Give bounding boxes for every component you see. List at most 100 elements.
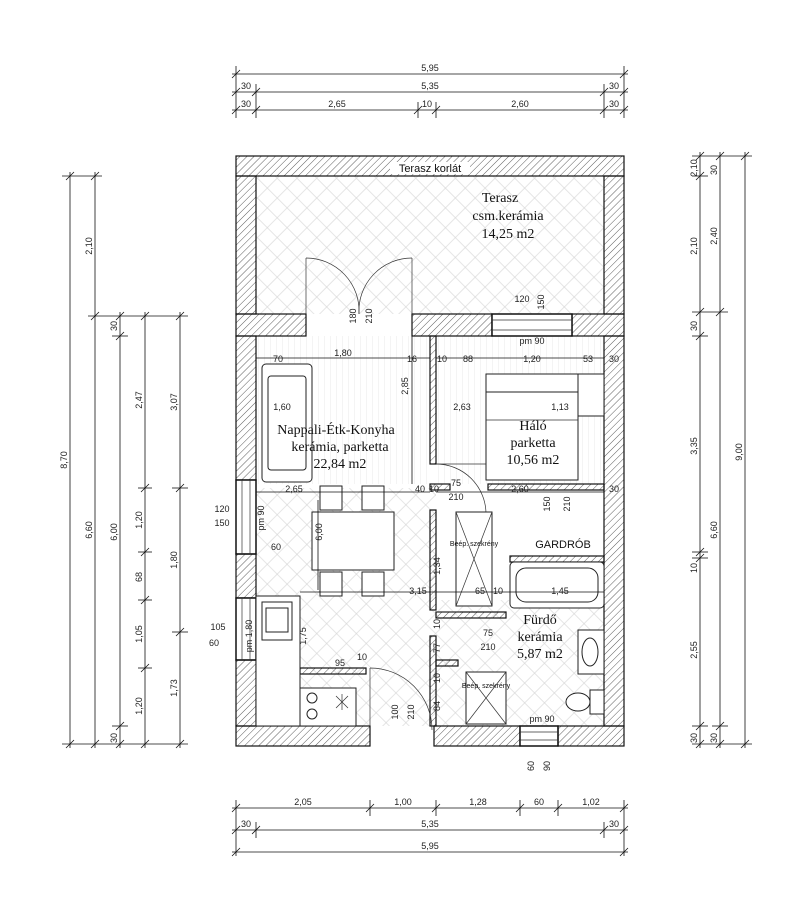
dim-right-b5: 2,55	[689, 641, 699, 659]
dim-left-d3: 1,73	[169, 679, 179, 697]
dim-right-b3: 3,35	[689, 437, 699, 455]
dim-bot-r2-b: 5,35	[421, 819, 439, 829]
dim-88: 88	[463, 354, 473, 364]
dim-left-d1: 3,07	[169, 393, 179, 411]
dim-bot-r1-c: 1,28	[469, 797, 487, 807]
dim-10-a: 10	[437, 354, 447, 364]
dim-right-a3: 6,60	[709, 521, 719, 539]
dim-left-c5: 1,20	[134, 697, 144, 715]
dim-left-b2: 6,00	[109, 523, 119, 541]
dim-263: 2,63	[453, 402, 471, 412]
dim-145: 1,45	[551, 586, 569, 596]
dim-134: 1,34	[432, 557, 442, 575]
dim-top-r3-b: 2,65	[328, 99, 346, 109]
dim-16: 16	[407, 354, 417, 364]
dim-60-b: 60	[209, 638, 219, 648]
dim-84: 84	[432, 701, 442, 711]
dim-bot-r2-c: 30	[609, 819, 619, 829]
dim-160: 1,60	[273, 402, 291, 412]
toilet	[589, 689, 605, 715]
dim-left-c1: 2,47	[134, 391, 144, 409]
dim-120-window: 120	[514, 294, 529, 304]
dim-10-c: 10	[493, 586, 503, 596]
dim-right-a2: 2,40	[709, 227, 719, 245]
dim-210-wardrobe: 210	[562, 496, 572, 511]
right-dimensions: 9,00 30 2,40 6,60 30 2,10 2,10 30 3,35 1…	[689, 151, 752, 749]
dim-right-b1: 2,10	[689, 159, 699, 177]
dim-210-terrace: 210	[364, 308, 374, 323]
dim-53: 53	[583, 354, 593, 364]
dim-bot-r1-b: 1,00	[394, 797, 412, 807]
floor-finishes	[256, 336, 604, 726]
dim-30-b: 30	[609, 484, 619, 494]
dim-175: 1,75	[298, 627, 308, 645]
dim-210-bath: 210	[480, 642, 495, 652]
dim-pm180: pm 1,80	[244, 620, 254, 653]
dining-table	[311, 511, 395, 571]
dim-60-c: 60	[526, 761, 536, 771]
dim-180-width: 1,80	[334, 348, 352, 358]
dim-bot-r1-d: 60	[534, 797, 544, 807]
dim-left-a2: 6,60	[84, 521, 94, 539]
dim-315: 3,15	[409, 586, 427, 596]
dim-top-r2-c: 30	[609, 81, 619, 91]
wardrobe-label: GARDRÓB	[535, 538, 591, 551]
dim-150-window: 150	[536, 294, 546, 309]
terrace: Terasz korlát Terasz csm.kerámia 14,25 m…	[235, 155, 625, 315]
dim-75-a: 75	[451, 478, 461, 488]
dim-right-a1: 30	[709, 165, 719, 175]
bedroom-area: 10,56 m2	[507, 453, 560, 468]
terrace-area: 14,25 m2	[482, 227, 535, 242]
dim-10-f: 10	[357, 652, 367, 662]
left-dimensions: 8,70 2,10 6,60 30 30 6,00 2,47 1,20 68 1…	[59, 171, 188, 749]
dim-left-c4: 1,05	[134, 625, 144, 643]
dim-265: 2,65	[285, 484, 303, 494]
dim-top-r2-b: 5,35	[421, 81, 439, 91]
bath-floor: kerámia	[517, 630, 563, 645]
terrace-name: Terasz	[482, 191, 518, 206]
dim-210-bedroom: 210	[448, 492, 463, 502]
inner-dimensions: 180 210 120 150 pm 90 70 1,80 16 10 88 1…	[209, 294, 619, 771]
interior-walls	[299, 335, 605, 727]
dim-10-e: 10	[432, 673, 442, 683]
dim-right-b1b: 2,10	[689, 237, 699, 255]
dim-210-entry: 210	[406, 704, 416, 719]
dim-left-a3: 30	[109, 733, 119, 743]
dim-right-b2: 30	[689, 321, 699, 331]
builtin-label-2: Beép. szekrény	[462, 683, 511, 690]
dim-left-c2: 1,20	[134, 511, 144, 529]
dim-top-r2-a: 30	[241, 81, 251, 91]
bottom-dimensions: 2,05 1,00 1,28 60 1,02 30 5,35 30 5,95	[231, 797, 629, 857]
dim-left-c3: 68	[134, 572, 144, 582]
builtin-label-1: Beép. szekrény	[450, 541, 499, 548]
dim-top-r3-d: 2,60	[511, 99, 529, 109]
dim-105: 105	[210, 622, 225, 632]
dim-top-total: 5,95	[421, 63, 439, 73]
dim-bot-r1-a: 2,05	[294, 797, 312, 807]
dim-bot-total: 5,95	[421, 841, 439, 851]
dim-top-r3-c: 10	[422, 99, 432, 109]
top-dimensions: 5,95 30 5,35 30 30 2,65 10 2,60 30	[231, 63, 629, 118]
dim-bot-r1-e: 1,02	[582, 797, 600, 807]
bedroom-name: Háló	[519, 419, 546, 434]
dim-120-left: 120	[214, 504, 229, 514]
dim-150-left: 150	[214, 518, 229, 528]
dim-right-a4: 30	[709, 733, 719, 743]
dim-left-a1: 2,10	[84, 237, 94, 255]
dim-260: 2,60	[511, 484, 529, 494]
dim-180: 180	[348, 308, 358, 323]
dim-pm90-bath: pm 90	[529, 714, 554, 724]
dim-60-a: 60	[271, 542, 281, 552]
dim-right-b6: 30	[689, 733, 699, 743]
furniture	[255, 363, 605, 727]
dim-285: 2,85	[400, 377, 410, 395]
dim-77: 77	[432, 643, 442, 653]
dim-30-a: 30	[609, 354, 619, 364]
exterior-walls	[235, 313, 625, 747]
dim-120-width: 1,20	[523, 354, 541, 364]
dim-113: 1,13	[551, 402, 569, 412]
dim-left-b1: 30	[109, 321, 119, 331]
dim-pm90-window: pm 90	[519, 336, 544, 346]
dim-10-d: 10	[432, 619, 442, 629]
